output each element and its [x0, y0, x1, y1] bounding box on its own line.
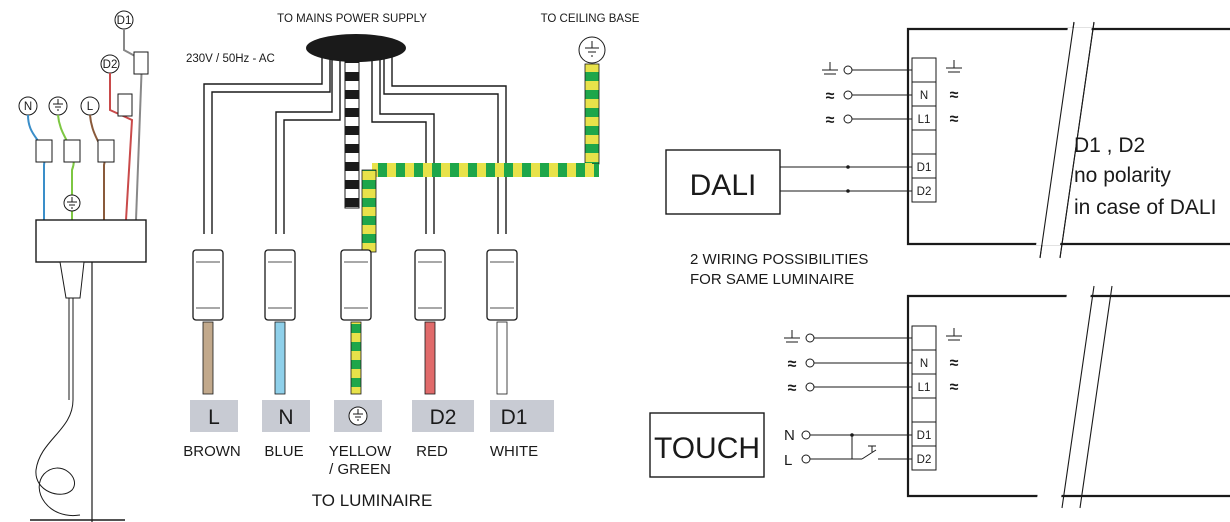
wago-connectors: [35, 51, 149, 163]
to-luminaire-label: TO LUMINAIRE: [312, 491, 433, 510]
touch-ac-symbol-n: ≈: [950, 355, 959, 372]
bulb-d1-label: D1: [117, 15, 132, 27]
touch-controller-box: [649, 412, 765, 478]
dali-ac-input-n: ≈: [826, 88, 835, 105]
dali-ac-symbol-l1: ≈: [950, 111, 959, 128]
wire-yellow-green: [350, 321, 362, 395]
touch-input-l-label: L: [784, 452, 792, 469]
voltage-label: 230V / 50Hz - AC: [186, 53, 275, 65]
bulb-n: N: [18, 96, 38, 116]
dali-controller-box: [665, 149, 781, 215]
dali-ac-symbol-n: ≈: [950, 87, 959, 104]
wire-brown: [202, 321, 214, 395]
touch-pin-d2: D2: [917, 454, 932, 466]
touch-ac-symbol-l1: ≈: [950, 379, 959, 396]
mains-label: TO MAINS POWER SUPPLY: [277, 13, 427, 25]
terminal-earth-symbol: [348, 406, 368, 426]
bulb-earth: [48, 96, 68, 116]
color-blue: BLUE: [264, 443, 303, 460]
color-white: WHITE: [490, 443, 538, 460]
terminal-blocks: [192, 249, 518, 321]
ceiling-base-label: TO CEILING BASE: [541, 13, 640, 25]
bulb-d1: D1: [114, 10, 134, 30]
bulb-n-label: N: [24, 101, 32, 113]
touch-box-label: TOUCH: [654, 432, 760, 465]
touch-wiring: N L1 D1 D2 ≈ ≈ ≈ ≈ TOUCH N L: [649, 285, 1230, 509]
dali-ac-input-l: ≈: [826, 112, 835, 129]
touch-pin-n: N: [920, 358, 928, 370]
junction-box: [35, 219, 147, 263]
ceiling-box-illustration: D1 D2 N L: [18, 10, 149, 522]
terminal-n-letter: N: [278, 406, 293, 429]
bulb-l: L: [80, 96, 100, 116]
terminal-l-letter: L: [208, 406, 220, 429]
touch-ac-input-n: ≈: [788, 356, 797, 373]
cable-gland: [59, 261, 85, 299]
wire-white: [496, 321, 508, 395]
connection-block: TO MAINS POWER SUPPLY TO CEILING BASE 23…: [183, 13, 639, 510]
wire-blue: [274, 321, 286, 395]
terminal-d2-letter: D2: [430, 406, 457, 429]
color-yellow: YELLOW: [329, 443, 392, 460]
mains-earth-wire: [344, 57, 360, 209]
terminal-d1-letter: D1: [501, 406, 528, 429]
dali-pin-n: N: [920, 90, 928, 102]
dali-note-2: no polarity: [1074, 164, 1171, 187]
dali-note-3: in case of DALI: [1074, 196, 1216, 219]
touch-input-n-label: N: [784, 427, 795, 444]
bulb-d2-label: D2: [103, 59, 118, 71]
dali-note-1: D1 , D2: [1074, 134, 1145, 157]
earth-terminal-symbol: [63, 194, 81, 212]
dali-pin-d1: D1: [917, 162, 932, 174]
touch-switch-symbol: [861, 445, 877, 460]
dali-box-label: DALI: [690, 169, 757, 202]
dali-wiring: N L1 D1 D2 ≈ ≈ ≈ ≈ DALI D1 , D2 no polar…: [665, 21, 1230, 259]
ceiling-earth-symbol: [578, 36, 606, 64]
dali-pin-l1: L1: [918, 114, 931, 126]
touch-ac-input-l: ≈: [788, 380, 797, 397]
bulb-l-label: L: [87, 101, 94, 113]
touch-pin-l1: L1: [918, 382, 931, 394]
dali-pin-d2: D2: [917, 186, 932, 198]
wire-red: [424, 321, 436, 395]
touch-pin-d1: D1: [917, 430, 932, 442]
power-cable: [35, 298, 81, 516]
color-brown: BROWN: [183, 443, 241, 460]
bulb-d2: D2: [100, 54, 120, 74]
possibilities-line2: FOR SAME LUMINAIRE: [690, 271, 854, 288]
possibilities-line1: 2 WIRING POSSIBILITIES: [690, 251, 868, 268]
color-green: / GREEN: [329, 461, 391, 478]
color-red: RED: [416, 443, 448, 460]
mains-cable-entry: [306, 34, 406, 62]
